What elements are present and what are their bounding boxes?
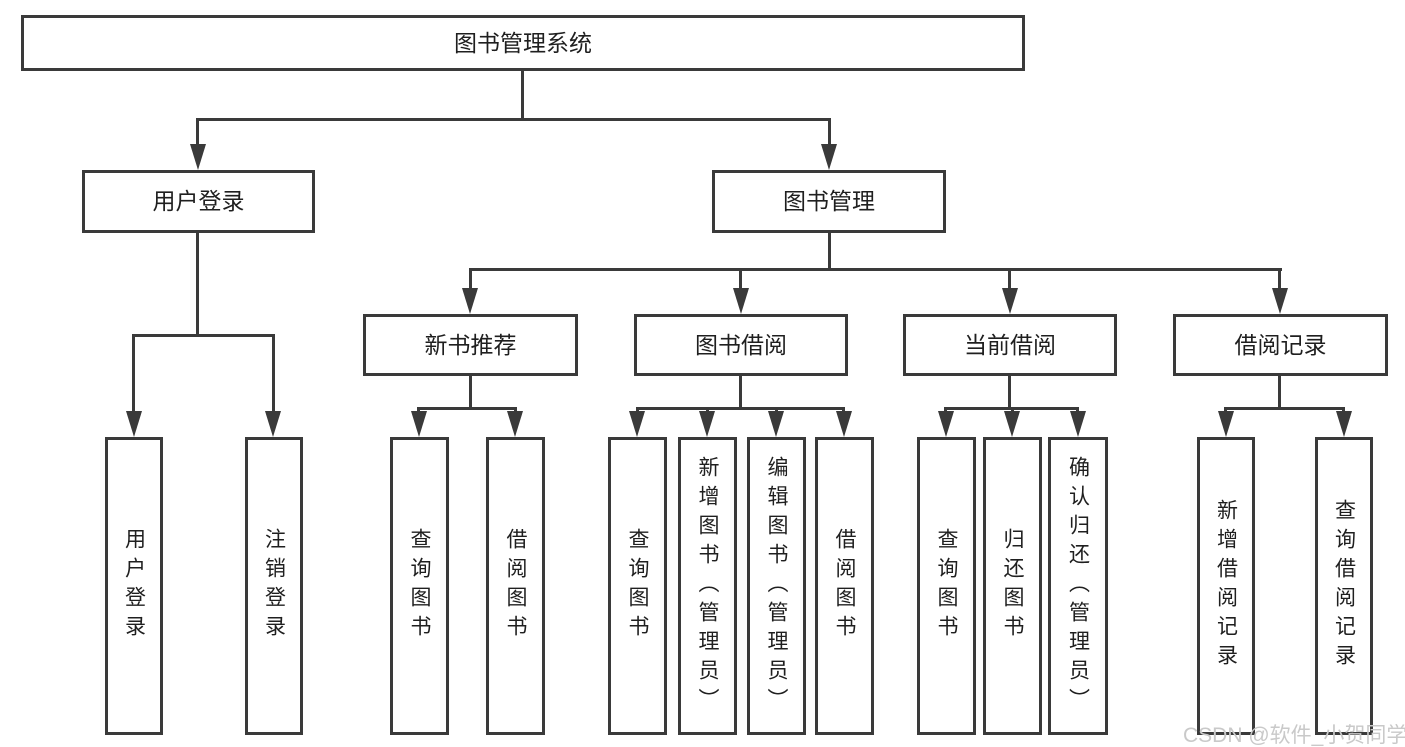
arrow-down-icon	[699, 411, 715, 437]
leaf-user-login: 用户登录	[105, 437, 163, 735]
leaf-label: 注销登录	[262, 528, 286, 644]
connector-line	[196, 118, 199, 146]
leaf-label: 新增图书（管理员）	[696, 455, 719, 717]
arrow-down-icon	[411, 411, 427, 437]
leaf-query-borrow-record: 查询借阅记录	[1315, 437, 1373, 735]
leaf-label: 用户登录	[122, 528, 146, 644]
leaf-borrow-books: 借阅图书	[815, 437, 874, 735]
node-borrowing-records: 借阅记录	[1173, 314, 1388, 376]
arrow-down-icon	[629, 411, 645, 437]
arrow-down-icon	[126, 411, 142, 437]
leaf-query-books-borrow: 查询图书	[608, 437, 667, 735]
connector-line	[132, 334, 135, 412]
arrow-down-icon	[1004, 411, 1020, 437]
arrow-down-icon	[836, 411, 852, 437]
connector-line	[828, 118, 831, 146]
arrow-down-icon	[733, 288, 749, 314]
leaf-return-books: 归还图书	[983, 437, 1042, 735]
node-library-management-system: 图书管理系统	[21, 15, 1025, 71]
connector-line	[196, 118, 831, 121]
leaf-label: 编辑图书（管理员）	[765, 455, 788, 717]
leaf-label: 查询图书	[626, 528, 649, 644]
connector-line	[636, 407, 845, 410]
leaf-label: 归还图书	[1001, 528, 1024, 644]
node-label: 借阅记录	[1234, 331, 1327, 358]
arrow-down-icon	[462, 288, 478, 314]
connector-line	[469, 268, 1282, 271]
connector-line	[417, 407, 517, 410]
leaf-label: 借阅图书	[504, 528, 527, 644]
arrow-down-icon	[1272, 288, 1288, 314]
connector-line	[272, 334, 275, 412]
leaf-label: 查询借阅记录	[1332, 499, 1356, 673]
connector-line	[739, 376, 742, 410]
node-book-borrowing: 图书借阅	[634, 314, 848, 376]
connector-line	[828, 233, 831, 271]
connector-line	[196, 233, 199, 337]
node-label: 用户登录	[152, 188, 245, 214]
arrow-down-icon	[768, 411, 784, 437]
leaf-add-books-admin: 新增图书（管理员）	[678, 437, 737, 735]
arrow-down-icon	[265, 411, 281, 437]
connector-line	[521, 70, 524, 118]
node-new-book-recommendation: 新书推荐	[363, 314, 578, 376]
leaf-confirm-return-admin: 确认归还（管理员）	[1048, 437, 1108, 735]
connector-line	[469, 376, 472, 410]
arrow-down-icon	[507, 411, 523, 437]
arrow-down-icon	[1002, 288, 1018, 314]
node-label: 图书借阅	[695, 331, 787, 358]
leaf-logout: 注销登录	[245, 437, 303, 735]
node-label: 图书管理	[783, 188, 875, 214]
connector-line	[469, 268, 472, 290]
csdn-watermark: CSDN @软件_小贺同学	[1183, 724, 1405, 747]
node-label: 当前借阅	[964, 331, 1056, 358]
leaf-borrow-books-recommend: 借阅图书	[486, 437, 545, 735]
connector-line	[1278, 268, 1281, 290]
arrow-down-icon	[1218, 411, 1234, 437]
leaf-edit-books-admin: 编辑图书（管理员）	[747, 437, 806, 735]
connector-line	[1278, 376, 1281, 410]
connector-line	[1008, 376, 1011, 410]
leaf-add-borrow-record: 新增借阅记录	[1197, 437, 1255, 735]
leaf-query-books-recommend: 查询图书	[390, 437, 449, 735]
connector-line	[1224, 407, 1345, 410]
leaf-label: 新增借阅记录	[1214, 499, 1238, 673]
leaf-label: 查询图书	[408, 528, 431, 644]
node-current-borrowing: 当前借阅	[903, 314, 1117, 376]
connector-line	[739, 268, 742, 290]
arrow-down-icon	[938, 411, 954, 437]
arrow-down-icon	[1070, 411, 1086, 437]
connector-line	[132, 334, 274, 337]
node-user-login: 用户登录	[82, 170, 315, 233]
node-book-management: 图书管理	[712, 170, 946, 233]
connector-line	[1008, 268, 1011, 290]
leaf-label: 借阅图书	[833, 528, 856, 644]
leaf-label: 确认归还（管理员）	[1066, 455, 1090, 717]
arrow-down-icon	[821, 144, 837, 170]
node-label: 新书推荐	[424, 331, 517, 358]
arrow-down-icon	[190, 144, 206, 170]
node-label: 图书管理系统	[454, 29, 592, 56]
arrow-down-icon	[1336, 411, 1352, 437]
leaf-query-books-current: 查询图书	[917, 437, 976, 735]
leaf-label: 查询图书	[935, 528, 958, 644]
